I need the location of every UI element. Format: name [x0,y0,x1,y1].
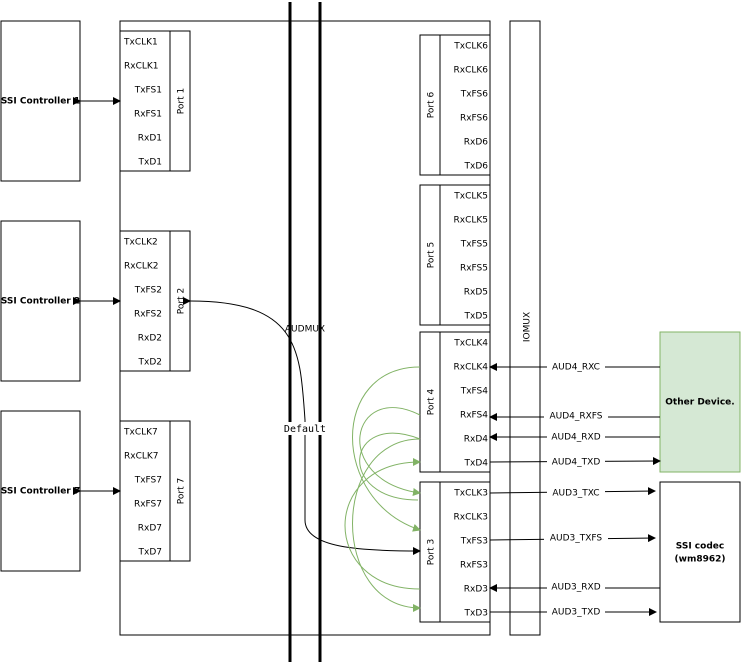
port-7-signal: RxD7 [138,524,162,534]
port-4-signal: RxCLK4 [453,363,488,373]
wire-labels: AUD4_RXC AUD4_RXFS AUD4_RXD AUD4_TXD AUD… [544,362,608,618]
ssi-codec-model: (wm8962) [675,555,726,565]
port-3-signal: TxCLK3 [453,489,488,499]
route-rxfs4-txclk3 [359,407,421,496]
label-aud3-txd: AUD3_TXD [552,608,601,618]
port-3-signal: TxFS3 [460,537,488,547]
route-rxclk4-txfs3 [352,366,421,532]
port-2-signal: RxCLK2 [124,262,159,272]
port-3-signal: RxFS3 [460,561,488,571]
port-1-signal: RxFS1 [134,110,162,120]
port-4-signal: RxFS4 [460,411,488,421]
port-7-signal: TxD7 [138,548,162,558]
port-7-signal: TxFS7 [134,476,162,486]
port-5-signal: RxD5 [464,288,488,298]
port-5-signal: TxCLK5 [453,192,488,202]
port-2: Port 2 TxCLK2 RxCLK2 TxFS2 RxFS2 RxD2 Tx… [119,230,191,372]
ssi-controller-2-label: SSI Controller 2 [1,297,80,307]
ssi-controller-2: SSI Controller 2 [0,220,81,382]
port-6-signal: RxD6 [464,138,489,148]
controller-links [73,97,121,495]
port-1-signal: RxCLK1 [124,62,159,72]
route-rxd4-loop [359,432,421,501]
label-aud3-txc: AUD3_TXC [552,489,599,499]
route-rxd4-txd3 [352,438,421,612]
internal-routes [344,366,421,612]
port-1-signal: RxD1 [138,134,162,144]
port-1-signal: TxFS1 [134,86,162,96]
route-rxd3-txd4 [344,458,421,590]
port-4-label: Port 4 [427,389,437,416]
port-7: Port 7 TxCLK7 RxCLK7 TxFS7 RxFS7 RxD7 Tx… [119,420,191,562]
label-aud4-rxc: AUD4_RXC [552,363,600,373]
port-1: Port 1 TxCLK1 RxCLK1 TxFS1 RxFS1 RxD1 Tx… [119,30,191,172]
port-7-signal: TxCLK7 [123,428,158,438]
ssi-controller-7-label: SSI Controller 7 [1,487,80,497]
label-aud3-rxd: AUD3_RXD [551,583,600,593]
default-label: Default [284,424,326,435]
port-2-signal: RxFS2 [134,310,162,320]
label-aud3-txfs: AUD3_TXFS [550,534,603,544]
label-aud4-txd: AUD4_TXD [552,458,601,468]
ssi-codec-label: SSI codec [676,542,724,552]
port-5-signal: TxFS5 [460,240,488,250]
port-2-label: Port 2 [177,288,187,314]
ssi-controller-1: SSI Controller 1 [0,20,81,182]
port-6-signal: RxFS6 [460,114,488,124]
port-5: Port 5 TxCLK5 RxCLK5 TxFS5 RxFS5 RxD5 Tx… [419,184,491,326]
label-aud4-rxfs: AUD4_RXFS [549,412,602,422]
port-5-signal: TxD5 [464,312,488,322]
port-6-signal: TxFS6 [460,90,489,100]
port-6-label: Port 6 [427,92,437,119]
ssi-controller-7: SSI Controller 7 [0,410,81,572]
port-3-label: Port 3 [427,539,437,565]
port-4-signal: TxD4 [464,459,489,469]
port-4-signal: TxCLK4 [453,339,488,349]
port-1-signal: TxD1 [138,158,162,168]
other-device: Other Device. [659,331,741,473]
port-1-label: Port 1 [177,88,187,114]
port-2-signal: RxD2 [138,334,162,344]
default-route [182,296,421,555]
ssi-controller-1-label: SSI Controller 1 [1,97,80,107]
other-device-label: Other Device. [665,398,734,408]
iomux-block: IOMUX [509,20,541,636]
port-4-signal: RxD4 [464,435,489,445]
port-3-signal: RxD3 [464,585,488,595]
port-5-signal: RxCLK5 [453,216,488,226]
port-2-signal: TxCLK2 [123,238,158,248]
port-2-signal: TxD2 [138,358,162,368]
port-5-label: Port 5 [427,242,437,268]
port-3-signal: TxD3 [464,609,488,619]
port-3: Port 3 TxCLK3 RxCLK3 TxFS3 RxFS3 RxD3 Tx… [419,481,491,623]
port-6-signal: RxCLK6 [453,66,488,76]
port-7-signal: RxCLK7 [124,452,159,462]
port-7-label: Port 7 [177,478,187,504]
port-5-signal: RxFS5 [460,264,488,274]
port-6-signal: TxCLK6 [453,42,488,52]
port-1-signal: TxCLK1 [123,38,158,48]
label-aud4-rxd: AUD4_RXD [551,433,600,443]
port-3-signal: RxCLK3 [453,513,488,523]
audmux-label: AUDMUX [285,325,325,335]
port-2-signal: TxFS2 [134,286,162,296]
port-6-signal: TxD6 [464,162,489,172]
port-7-signal: RxFS7 [134,500,162,510]
ssi-codec: SSI codec (wm8962) [659,481,741,623]
port-6: Port 6 TxCLK6 RxCLK6 TxFS6 RxFS6 RxD6 Tx… [419,34,491,176]
port-4-signal: TxFS4 [460,387,489,397]
iomux-label: IOMUX [523,312,533,342]
port-4: Port 4 TxCLK4 RxCLK4 TxFS4 RxFS4 RxD4 Tx… [419,331,491,473]
